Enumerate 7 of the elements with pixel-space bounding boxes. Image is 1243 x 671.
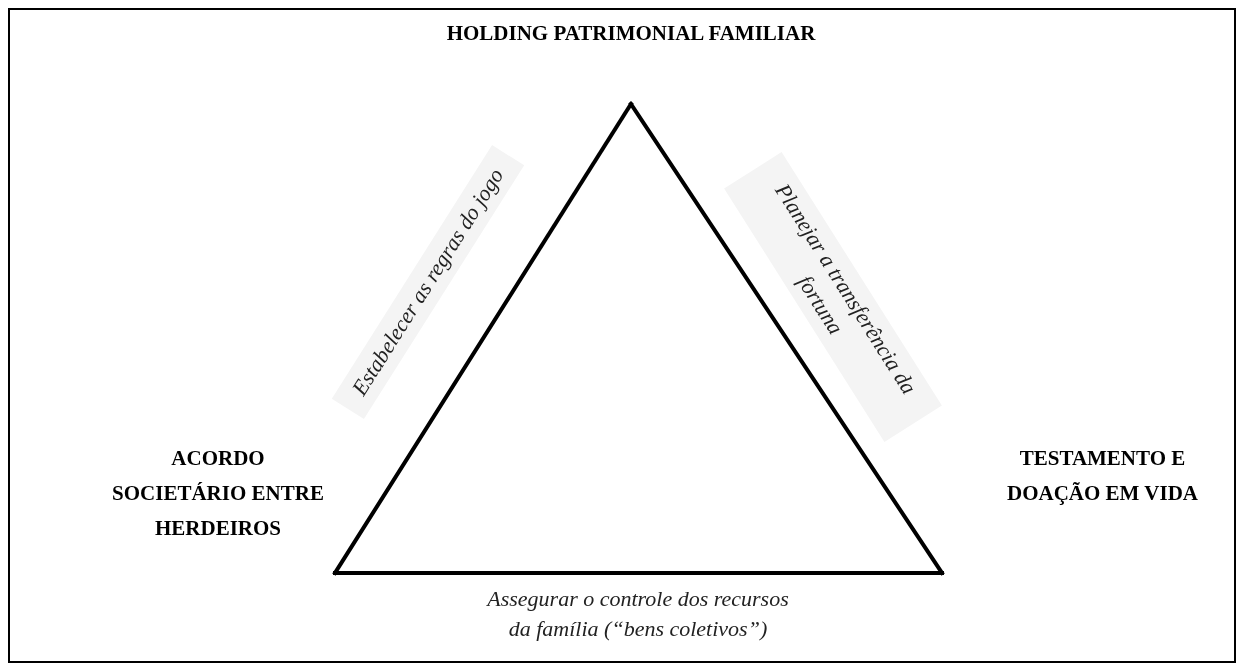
triangle-side: [629, 102, 944, 575]
edge-label: Assegurar o controle dos recursos da família (“bens coletivos”): [485, 585, 790, 643]
triangle-side: [333, 102, 633, 575]
vertex-label: HOLDING PATRIMONIAL FAMILIAR: [431, 16, 831, 51]
vertex-label: TESTAMENTO E DOAÇÃO EM VIDA: [1005, 441, 1200, 511]
vertex-label: ACORDO SOCIETÁRIO ENTRE HERDEIROS: [112, 441, 324, 546]
triangle-side: [333, 571, 944, 575]
